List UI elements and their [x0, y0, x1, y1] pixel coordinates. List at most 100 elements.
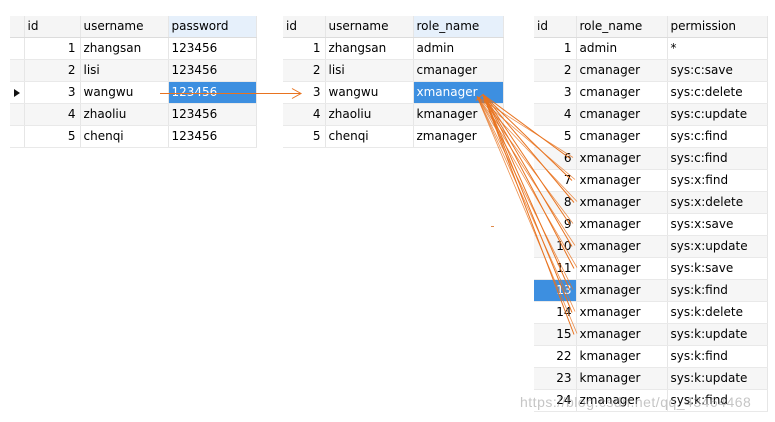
permissions-cell-id[interactable]: 1 [534, 37, 577, 60]
permissions-col-permission[interactable]: permission [667, 16, 768, 38]
permissions-cell-id[interactable]: 2 [534, 59, 577, 82]
users-cell-id[interactable]: 5 [24, 125, 81, 148]
permissions-cell-role-name[interactable]: kmanager [576, 367, 668, 390]
roles-cell-id[interactable]: 1 [283, 37, 326, 60]
roles-col-id[interactable]: id [283, 16, 326, 38]
roles-cell-username[interactable]: zhaoliu [325, 103, 414, 126]
permissions-cell-id[interactable]: 22 [534, 345, 577, 368]
permissions-cell-permission[interactable]: sys:k:find [667, 345, 768, 368]
users-cell-id[interactable]: 1 [24, 37, 81, 60]
users-row-gutter[interactable] [10, 59, 25, 82]
permissions-cell-role-name[interactable]: admin [576, 37, 668, 60]
permissions-cell-role-name[interactable]: xmanager [576, 191, 668, 214]
roles-cell-username[interactable]: chenqi [325, 125, 414, 148]
users-row-gutter[interactable] [10, 81, 25, 104]
users-cell-id[interactable]: 3 [24, 81, 81, 104]
permissions-cell-role-name[interactable]: xmanager [576, 323, 668, 346]
roles-cell-role-name[interactable]: cmanager [413, 59, 504, 82]
users-row-gutter[interactable] [10, 103, 25, 126]
users-cell-username[interactable]: lisi [80, 59, 169, 82]
permissions-cell-permission[interactable]: sys:c:find [667, 147, 768, 170]
permissions-cell-role-name[interactable]: xmanager [576, 235, 668, 258]
permissions-cell-permission[interactable]: sys:k:save [667, 257, 768, 280]
roles-cell-username[interactable]: lisi [325, 59, 414, 82]
users-col-username[interactable]: username [80, 16, 169, 38]
permissions-cell-role-name[interactable]: xmanager [576, 279, 668, 302]
roles-cell-id[interactable]: 3 [283, 81, 326, 104]
permissions-cell-permission[interactable]: sys:x:find [667, 169, 768, 192]
permissions-cell-permission[interactable]: sys:k:update [667, 367, 768, 390]
permissions-cell-role-name[interactable]: kmanager [576, 345, 668, 368]
permissions-cell-permission[interactable]: * [667, 37, 768, 60]
users-row-gutter[interactable] [10, 37, 25, 60]
users-col-password[interactable]: password [168, 16, 257, 38]
permissions-cell-id[interactable]: 13 [534, 279, 577, 302]
permissions-cell-role-name[interactable]: zmanager [576, 389, 668, 412]
users-cell-password[interactable]: 123456 [168, 81, 257, 104]
users-col-id[interactable]: id [24, 16, 81, 38]
permissions-cell-role-name[interactable]: xmanager [576, 147, 668, 170]
roles-cell-id[interactable]: 2 [283, 59, 326, 82]
permissions-cell-permission[interactable]: sys:k:delete [667, 301, 768, 324]
users-cell-password[interactable]: 123456 [168, 103, 257, 126]
roles-cell-role-name[interactable]: zmanager [413, 125, 504, 148]
permissions-cell-id[interactable]: 10 [534, 235, 577, 258]
permissions-cell-role-name[interactable]: xmanager [576, 301, 668, 324]
users-row-gutter[interactable] [10, 125, 25, 148]
permissions-cell-role-name[interactable]: cmanager [576, 81, 668, 104]
permissions-cell-permission[interactable]: sys:k:update [667, 323, 768, 346]
roles-cell-username[interactable]: zhangsan [325, 37, 414, 60]
permissions-cell-role-name[interactable]: xmanager [576, 213, 668, 236]
permissions-cell-id[interactable]: 14 [534, 301, 577, 324]
roles-col-role-name[interactable]: role_name [413, 16, 504, 38]
roles-cell-role-name[interactable]: xmanager [413, 81, 504, 104]
permissions-cell-permission[interactable]: sys:c:save [667, 59, 768, 82]
permissions-cell-role-name[interactable]: xmanager [576, 169, 668, 192]
permissions-cell-permission[interactable]: sys:k:find [667, 279, 768, 302]
users-cell-password[interactable]: 123456 [168, 37, 257, 60]
roles-cell-role-name[interactable]: admin [413, 37, 504, 60]
permissions-cell-id[interactable]: 3 [534, 81, 577, 104]
permissions-cell-id[interactable]: 24 [534, 389, 577, 412]
roles-cell-username[interactable]: wangwu [325, 81, 414, 104]
permissions-cell-role-name[interactable]: cmanager [576, 125, 668, 148]
permissions-cell-id[interactable]: 4 [534, 103, 577, 126]
permissions-cell-permission[interactable]: sys:x:save [667, 213, 768, 236]
permissions-cell-id[interactable]: 8 [534, 191, 577, 214]
users-cell-username[interactable]: chenqi [80, 125, 169, 148]
roles-cell-role-name[interactable]: kmanager [413, 103, 504, 126]
permissions-cell-role-name[interactable]: xmanager [576, 257, 668, 280]
permissions-cell-id[interactable]: 5 [534, 125, 577, 148]
permissions-cell-permission[interactable]: sys:k:find [667, 389, 768, 412]
roles-cell-id[interactable]: 4 [283, 103, 326, 126]
permissions-cell-permission[interactable]: sys:x:delete [667, 191, 768, 214]
users-cell-username[interactable]: zhangsan [80, 37, 169, 60]
permissions-cell-permission[interactable]: sys:c:find [667, 125, 768, 148]
permissions-cell-id[interactable]: 6 [534, 147, 577, 170]
permissions-cell-id[interactable]: 7 [534, 169, 577, 192]
users-cell-password[interactable]: 123456 [168, 59, 257, 82]
roles-cell-id[interactable]: 5 [283, 125, 326, 148]
